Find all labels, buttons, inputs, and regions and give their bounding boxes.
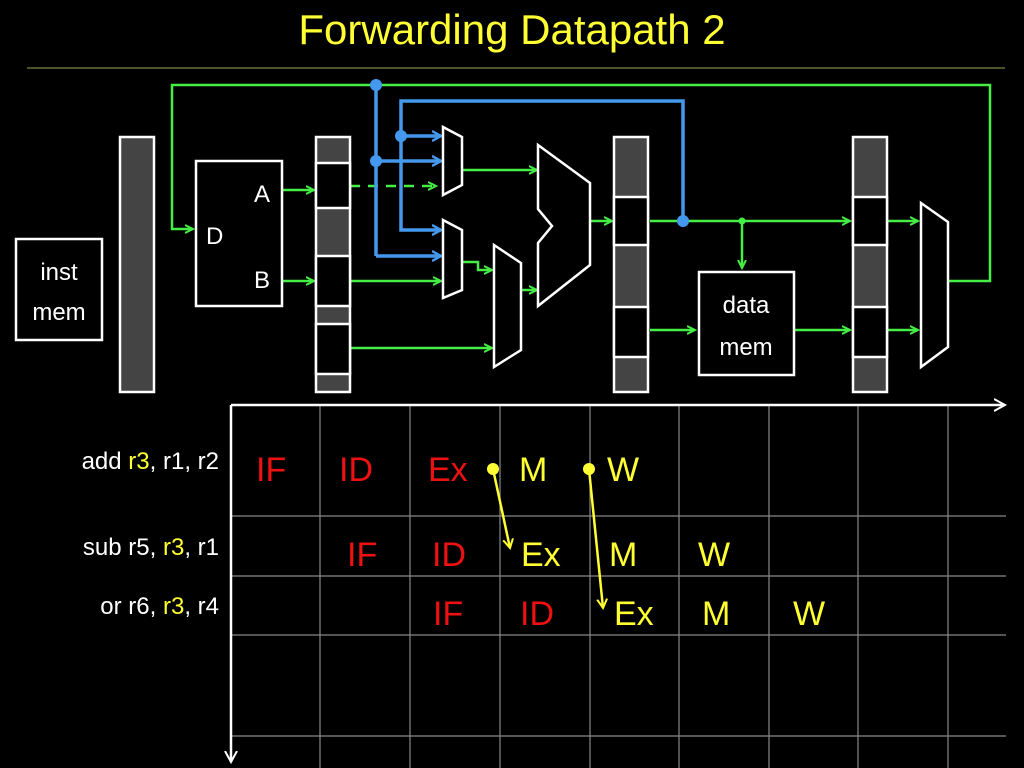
instr-src-reg: r3 (162, 534, 185, 561)
pipeline-row-3: IF ID Ex M W (433, 595, 825, 633)
stage-m: M (702, 595, 730, 633)
mux-b (441, 217, 464, 300)
forward-source-dot (487, 463, 499, 475)
inst-mem-label-2: mem (32, 299, 85, 326)
register-file (194, 159, 284, 308)
stage-m: M (519, 451, 547, 489)
stage-id: ID (339, 451, 373, 489)
inst-mem-label-1: inst (40, 259, 78, 286)
slide-title: Forwarding Datapath 2 (298, 6, 726, 53)
mux-writeback (919, 200, 950, 370)
instr-suffix: , r1 (184, 534, 219, 561)
data-mem-box (697, 270, 796, 377)
pipeline-register-id-ex (314, 135, 352, 394)
pipeline-row-1: IF ID Ex M W (256, 451, 639, 489)
stage-ex: Ex (521, 536, 561, 574)
forwarding-dots (370, 79, 689, 227)
stage-if: IF (433, 595, 463, 633)
stage-w: W (607, 451, 639, 489)
instruction-sub: sub r5, r3, r1 (83, 534, 219, 562)
pipeline-register-mem-wb (851, 135, 889, 394)
junction-dot (738, 217, 746, 225)
instr-prefix: or r6, (100, 593, 163, 620)
instr-src-reg: r3 (162, 593, 185, 620)
inst-mem-box (14, 237, 104, 342)
stage-if: IF (256, 451, 286, 489)
data-mem-label-1: data (723, 292, 770, 319)
instr-prefix: sub r5, (82, 534, 163, 561)
forwarding-arrows (491, 468, 603, 608)
stage-id: ID (520, 595, 554, 633)
stage-id: ID (432, 536, 466, 574)
instr-op: add (81, 448, 129, 475)
alu (536, 142, 592, 309)
mux-a (441, 124, 464, 198)
instr-dest-reg: r3 (128, 448, 150, 475)
pipeline-row-2: IF ID Ex M W (347, 536, 730, 574)
forward-source-dot (583, 463, 595, 475)
data-mem-label-2: mem (719, 334, 772, 361)
instr-suffix: , r4 (184, 593, 219, 620)
stage-w: W (698, 536, 730, 574)
regfile-port-a: A (254, 181, 270, 208)
regfile-port-d: D (206, 223, 223, 250)
forwarding-wires (374, 85, 685, 256)
stage-m: M (609, 536, 637, 574)
instr-operands: , r1, r2 (149, 448, 219, 475)
instruction-or: or r6, r3, r4 (100, 593, 219, 621)
stage-w: W (793, 595, 825, 633)
pipeline-register-if-id (118, 135, 156, 394)
mux-imm (492, 242, 523, 370)
pipeline-register-ex-mem (612, 135, 650, 394)
stage-ex: Ex (614, 595, 654, 633)
stage-ex: Ex (428, 451, 468, 489)
regfile-port-b: B (254, 267, 270, 294)
stage-if: IF (347, 536, 377, 574)
instruction-add: add r3, r1, r2 (82, 448, 219, 476)
